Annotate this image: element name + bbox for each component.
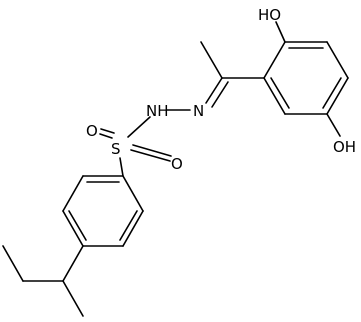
sulfonyl-o-right-label: O <box>171 155 183 173</box>
hydrazide-n-label: N <box>193 102 204 120</box>
s-o-top-bond-b <box>100 128 115 134</box>
hydroxyl-top-label: HO <box>258 6 281 24</box>
phenyl-ring <box>62 175 144 247</box>
oh-bottom-bond <box>326 113 341 137</box>
s-phenyl-bond <box>119 157 124 177</box>
s-o-right-bond-a <box>130 149 171 162</box>
methyl-bond <box>200 41 223 79</box>
sulfonyl-o-top-label: O <box>86 122 98 140</box>
hydrazide-nh-label: NH <box>146 102 169 120</box>
c-n-double-bond-b <box>211 81 229 108</box>
ch-methyl-bond <box>62 280 84 317</box>
hydroxyl-bottom-label: OH <box>333 138 356 156</box>
nh-s-bond <box>127 116 151 138</box>
c-n-double-bond-a <box>205 77 223 104</box>
sulfonyl-s-label: S <box>111 140 121 158</box>
s-o-right-bond-b <box>132 144 172 157</box>
oh-top-bond <box>275 21 286 43</box>
phenyl-to-ch-bond <box>62 245 84 282</box>
dihydroxyphenyl-ring <box>263 41 349 115</box>
ethyl-terminal-bond <box>2 245 24 282</box>
s-o-top-bond-a <box>99 133 113 139</box>
